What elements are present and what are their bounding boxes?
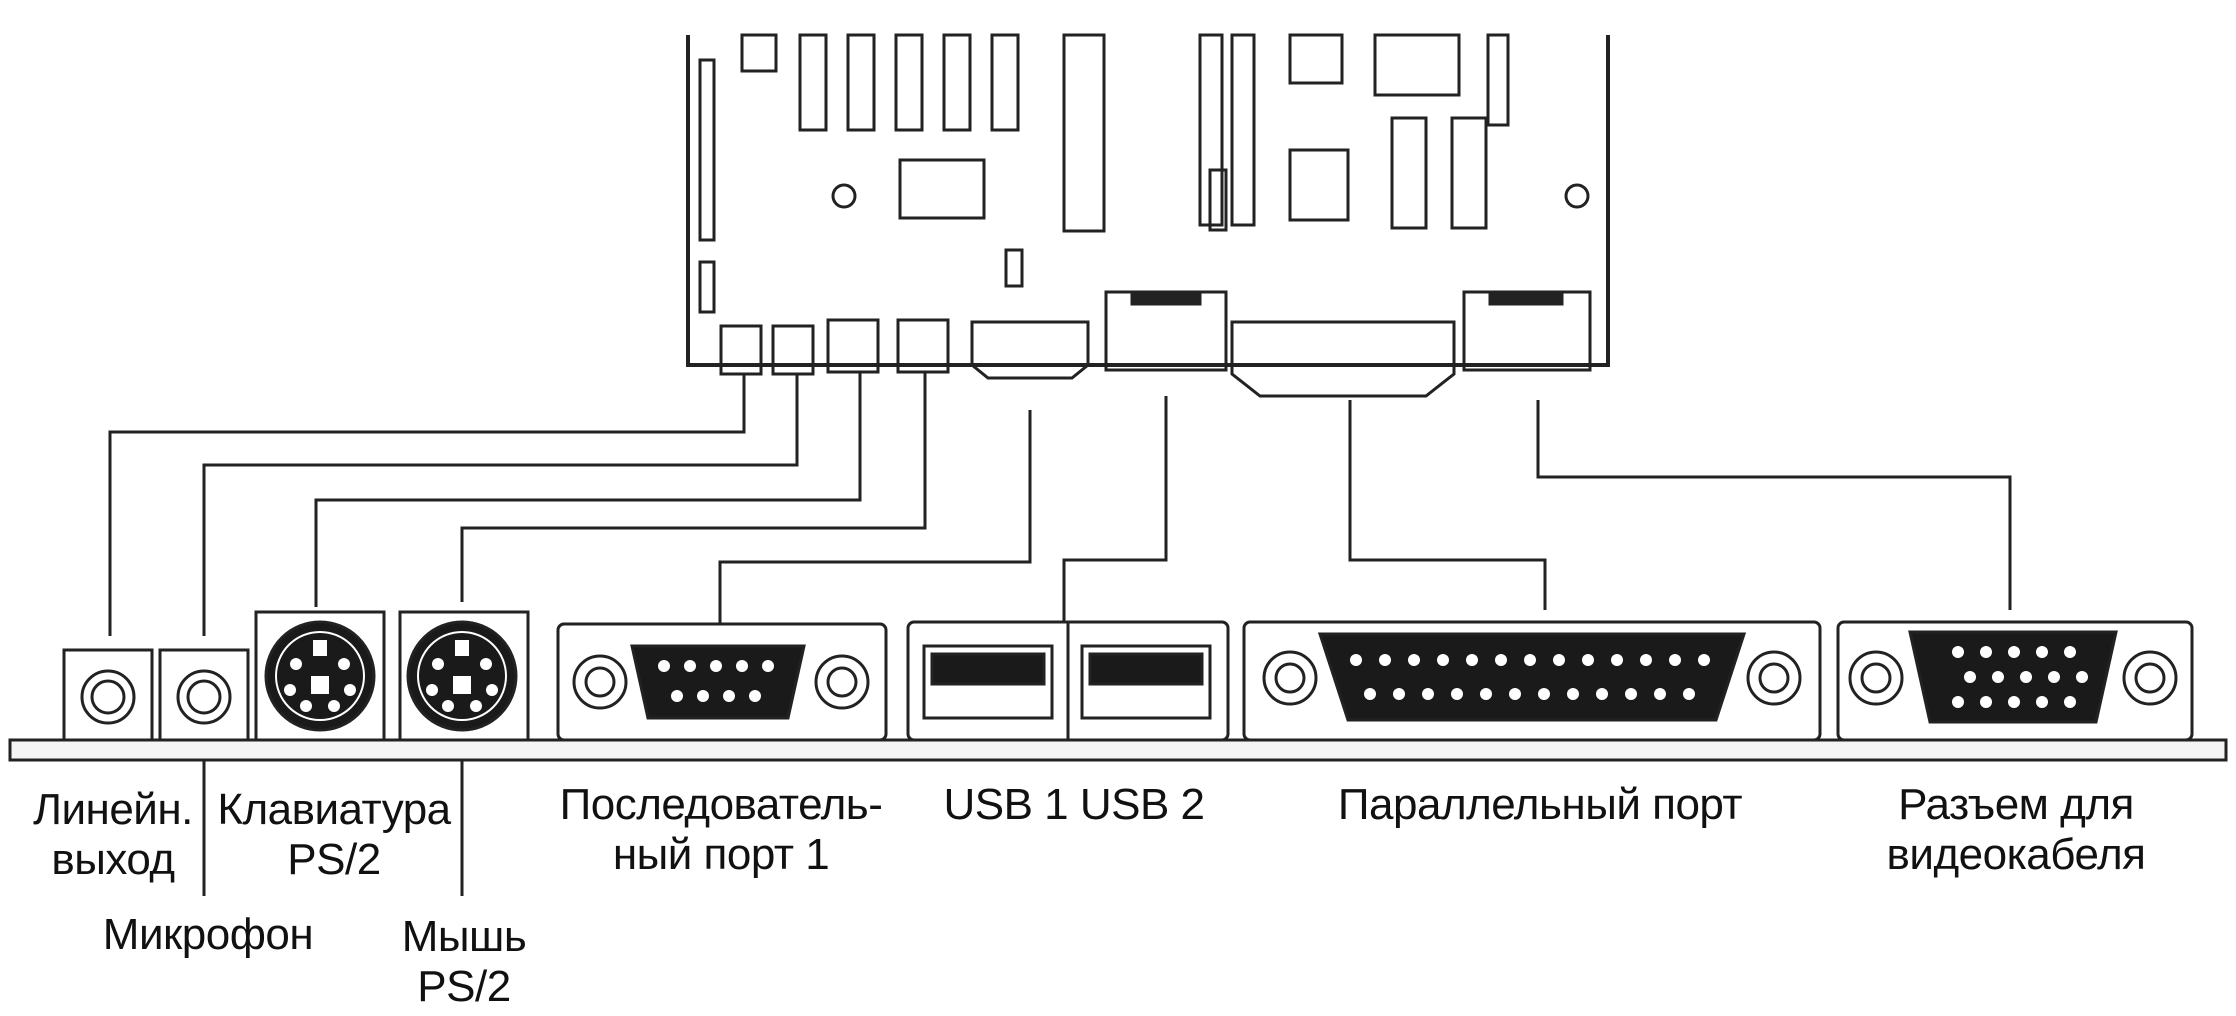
- connector-pin: [1393, 688, 1405, 700]
- connector-pin: [1683, 688, 1695, 700]
- connector-pin: [1480, 688, 1492, 700]
- connector-pin: [1980, 646, 1992, 658]
- label-video-port: Разъем для видеокабеля: [1886, 780, 2146, 879]
- connector-pin: [1952, 696, 1964, 708]
- video-port: [1836, 620, 2194, 742]
- label-mouse-ps2: Мышь PS/2: [401, 912, 527, 1011]
- microphone-jack: [158, 648, 250, 742]
- connector-pin: [1509, 688, 1521, 700]
- parallel-port: [1242, 620, 1822, 742]
- connector-pin: [1553, 654, 1565, 666]
- label-keyboard-ps2: Клавиатура PS/2: [217, 785, 451, 884]
- connector-pin: [1466, 654, 1478, 666]
- connector-pin: [1451, 688, 1463, 700]
- motherboard: [686, 33, 1610, 398]
- connector-pin: [2064, 696, 2076, 708]
- connector-pin: [1596, 688, 1608, 700]
- connector-pin: [1611, 654, 1623, 666]
- board-mouse-connector: [896, 318, 950, 374]
- board-microphone-jack: [771, 324, 815, 376]
- label-parallel-port: Параллельный порт: [1337, 780, 1743, 829]
- label-line-out: Линейн. выход: [33, 785, 193, 884]
- connector-pin: [2036, 696, 2048, 708]
- connector-pin: [2020, 671, 2032, 683]
- serial-port-1: [556, 622, 888, 742]
- connector-pin: [1567, 688, 1579, 700]
- connector-pin: [1524, 654, 1536, 666]
- label-serial-port: Последователь- ный порт 1: [559, 780, 883, 879]
- connector-pin: [1952, 646, 1964, 658]
- line-out-jack: [62, 648, 154, 742]
- connector-pin: [1669, 654, 1681, 666]
- connector-pin: [1640, 654, 1652, 666]
- connector-pin: [2008, 696, 2020, 708]
- connector-pin: [1495, 654, 1507, 666]
- rear-panel: [8, 610, 2228, 762]
- connector-pin: [1964, 671, 1976, 683]
- connector-pin: [1698, 654, 1710, 666]
- board-line-out-jack: [719, 324, 763, 376]
- connector-pin: [1582, 654, 1594, 666]
- mouse-ps2-port: [398, 610, 530, 742]
- usb-ports: [906, 620, 1230, 742]
- connector-pin: [1364, 688, 1376, 700]
- connector-pin: [1350, 654, 1362, 666]
- leader-lines: [108, 372, 2012, 896]
- connector-pin: [2048, 671, 2060, 683]
- connector-pin: [1538, 688, 1550, 700]
- connector-pin: [1654, 688, 1666, 700]
- connector-pin: [1422, 688, 1434, 700]
- usb-2-port: [1080, 644, 1212, 720]
- connector-pin: [1625, 688, 1637, 700]
- connector-pin: [1437, 654, 1449, 666]
- connector-pin: [2008, 646, 2020, 658]
- connector-pin: [1408, 654, 1420, 666]
- board-keyboard-connector: [826, 318, 880, 374]
- connector-pin: [2076, 671, 2088, 683]
- connector-pin: [2064, 646, 2076, 658]
- board-serial-connector: [970, 320, 1090, 380]
- usb-1-port: [922, 644, 1054, 720]
- label-usb: USB 1 USB 2: [943, 780, 1205, 829]
- connector-pin: [1379, 654, 1391, 666]
- connector-pin: [2036, 646, 2048, 658]
- keyboard-ps2-port: [254, 610, 386, 742]
- connector-pin: [1980, 696, 1992, 708]
- connector-pin: [1992, 671, 2004, 683]
- label-microphone: Микрофон: [102, 910, 314, 959]
- board-parallel-connector: [1230, 320, 1456, 398]
